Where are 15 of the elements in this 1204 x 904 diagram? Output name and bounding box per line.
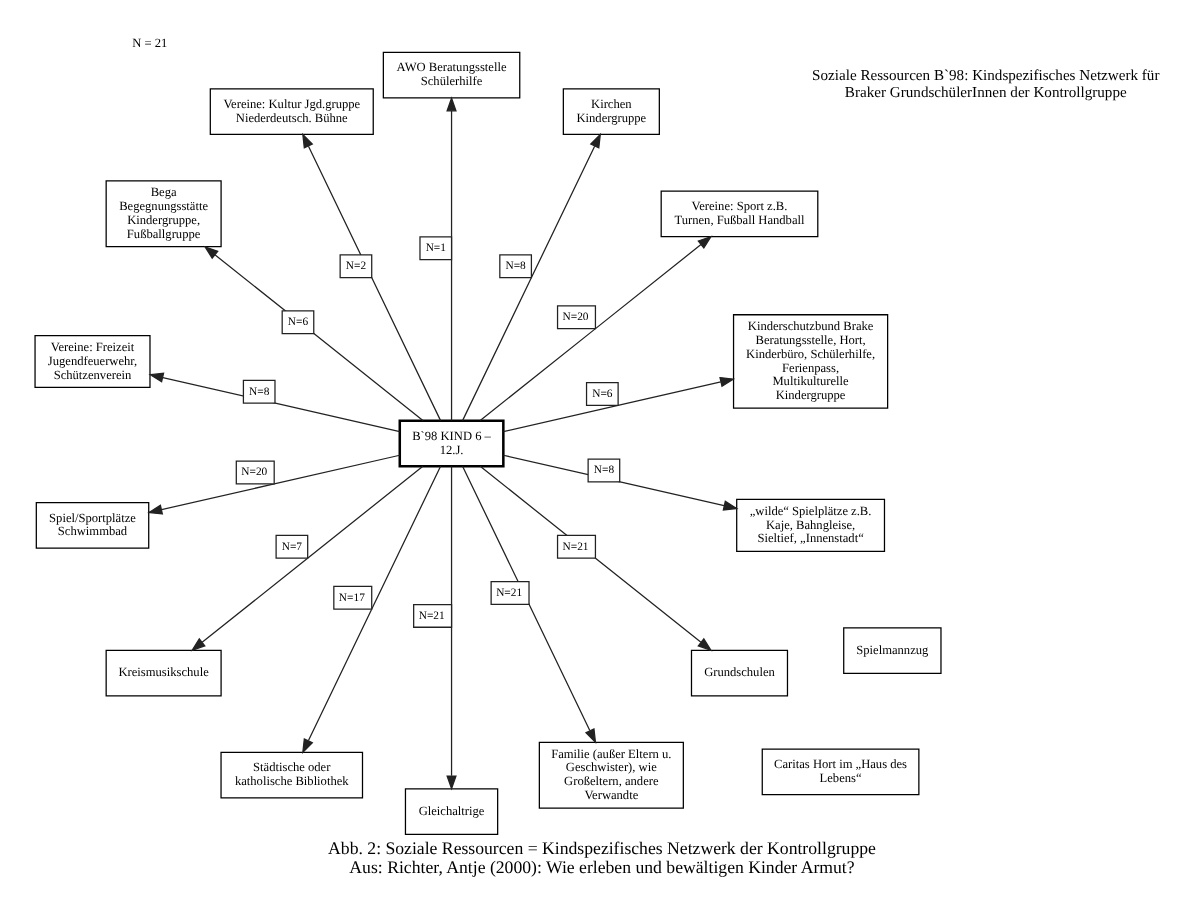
diagram-title: Abb. 2: Soziale Ressourcen = Kindspezifisches Netzwerk der Kontrollgruppe bbox=[328, 837, 876, 858]
arrow bbox=[446, 96, 457, 421]
caption: Aus: Richter, Antje (2000): Wie erleben und bewältigen Kinder Armut? bbox=[349, 856, 855, 877]
arrow bbox=[147, 454, 401, 515]
arrow bbox=[190, 465, 424, 652]
arrow bbox=[479, 465, 713, 652]
arrow bbox=[502, 376, 736, 433]
arrow bbox=[302, 132, 442, 422]
arrow bbox=[446, 465, 457, 791]
arrow bbox=[461, 132, 602, 422]
arrow bbox=[302, 465, 442, 754]
arrow bbox=[502, 454, 739, 511]
arrow bbox=[148, 372, 401, 433]
arrow bbox=[203, 245, 424, 422]
arrow bbox=[479, 235, 713, 422]
